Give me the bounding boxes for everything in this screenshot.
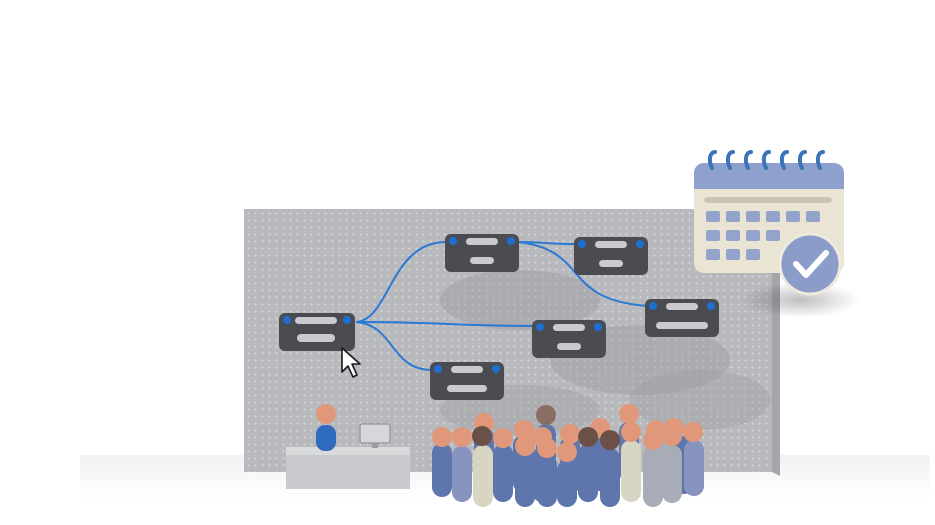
workflow-connectors xyxy=(355,241,649,371)
calendar-check-icon xyxy=(694,150,860,318)
workflow-node-start[interactable] xyxy=(279,313,355,351)
computer-monitor-icon xyxy=(359,423,391,448)
workflow-node-right[interactable] xyxy=(645,299,719,337)
pegboard-wall xyxy=(244,209,780,476)
mouse-pointer-icon xyxy=(341,347,361,378)
reception-desk xyxy=(286,447,410,489)
workflow-node-top[interactable] xyxy=(445,234,519,272)
receptionist xyxy=(316,404,336,451)
people-crowd xyxy=(432,404,704,507)
workflow-node-middle[interactable] xyxy=(532,320,606,358)
workflow-node-top-right[interactable] xyxy=(574,237,648,275)
workflow-node-bottom[interactable] xyxy=(430,362,504,400)
